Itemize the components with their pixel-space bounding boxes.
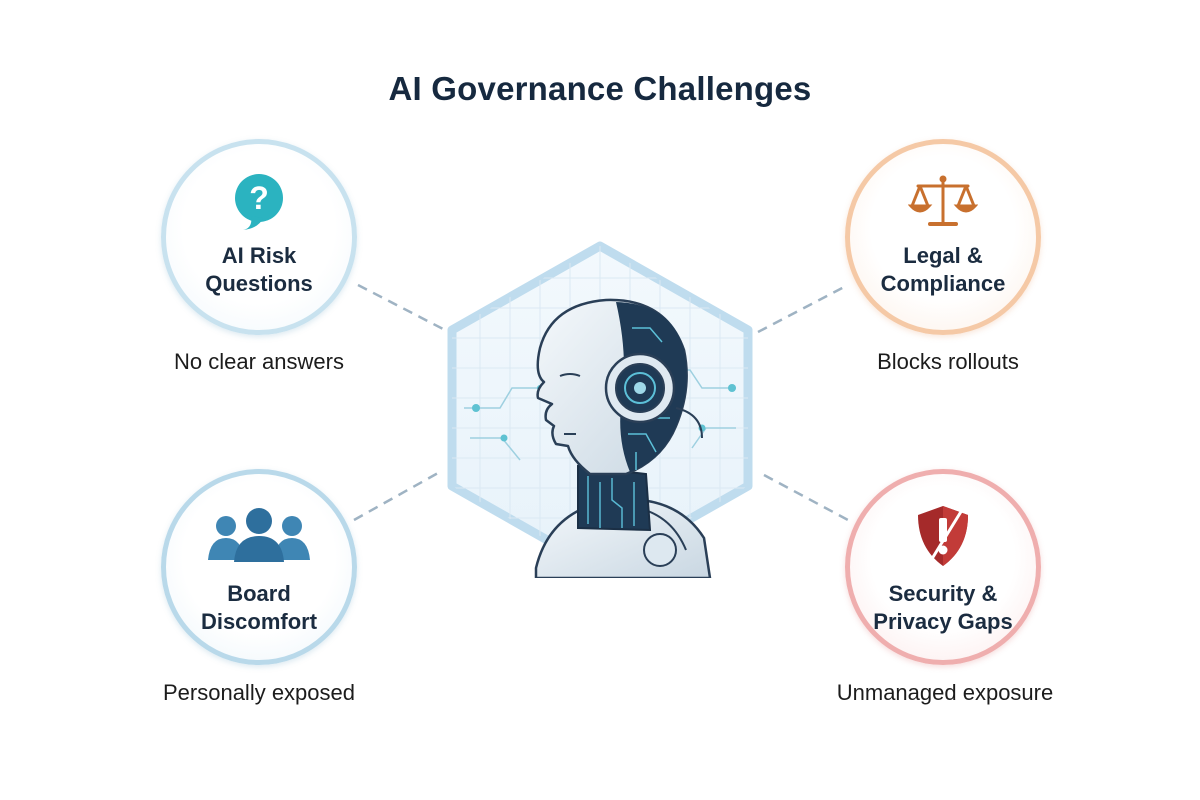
connector-top-left — [357, 283, 446, 332]
svg-text:?: ? — [249, 180, 269, 216]
node-label: AI Risk Questions — [205, 243, 313, 296]
node-label: Security & Privacy Gaps — [873, 581, 1013, 634]
node-security-privacy-gaps: Security & Privacy Gaps — [845, 469, 1041, 665]
node-board-discomfort: Board Discomfort — [161, 469, 357, 665]
connector-bottom-left — [353, 471, 439, 522]
shield-alert-icon — [918, 506, 968, 566]
balance-scale-icon — [908, 175, 978, 226]
node-ai-risk-questions: ? AI Risk Questions — [161, 139, 357, 335]
center-hexagon — [447, 241, 753, 578]
caption-bottom-right: Unmanaged exposure — [836, 680, 1054, 705]
caption-bottom-left: Personally exposed — [162, 680, 355, 705]
connector-bottom-right — [763, 473, 849, 522]
page-title: AI Governance Challenges — [388, 70, 812, 107]
people-group-icon — [208, 508, 310, 562]
connector-top-right — [757, 283, 849, 334]
caption-top-left: No clear answers — [174, 349, 344, 374]
question-bubble-icon: ? — [235, 174, 283, 230]
ai-robot-head-icon — [534, 298, 712, 578]
node-label: Board Discomfort — [200, 581, 318, 634]
caption-top-right: Blocks rollouts — [877, 349, 1019, 374]
node-label: Legal & Compliance — [880, 243, 1006, 296]
node-legal-compliance: Legal & Compliance — [845, 139, 1041, 335]
